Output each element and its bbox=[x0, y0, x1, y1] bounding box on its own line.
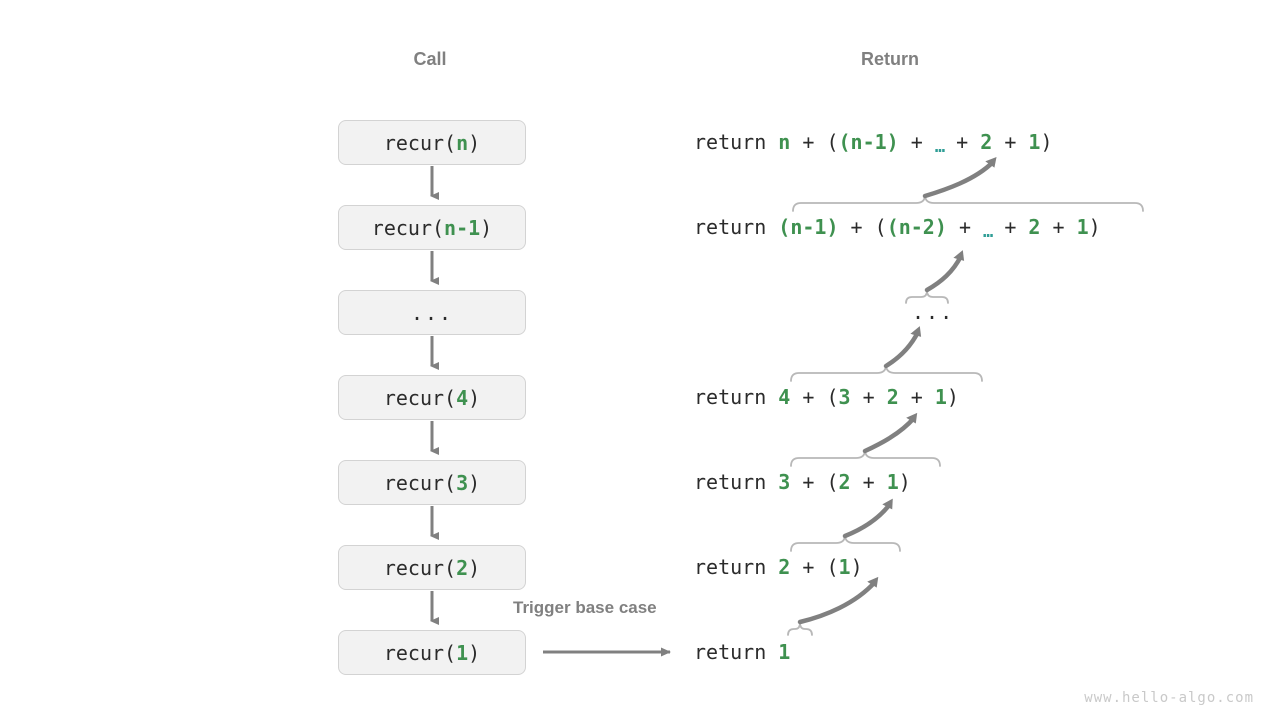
return-token-green: 4 bbox=[778, 385, 791, 409]
return-token-black: ) bbox=[898, 470, 911, 494]
return-arrow-5to4 bbox=[862, 412, 918, 454]
return-token-black: + ( bbox=[790, 385, 839, 409]
call-frame-prefix: recur( bbox=[383, 555, 457, 580]
return-token-black: + bbox=[898, 130, 935, 154]
return-token-green: 3 bbox=[778, 470, 791, 494]
return-token-green: 3 bbox=[838, 385, 851, 409]
return-token-green: 2 bbox=[1028, 215, 1041, 239]
return-token-black: ) bbox=[946, 385, 959, 409]
return-token-green: 1 bbox=[778, 640, 791, 664]
return-arrow-7to6 bbox=[797, 576, 879, 625]
brace-row-7 bbox=[787, 622, 813, 636]
call-frame-argument: 4 bbox=[456, 385, 469, 410]
return-arrow-3to2 bbox=[924, 250, 965, 293]
return-token-green: 2 bbox=[886, 385, 899, 409]
return-row-6: return 2 + (1) bbox=[694, 551, 863, 583]
call-frame-suffix: ) bbox=[480, 215, 493, 240]
return-row-7: return 1 bbox=[694, 636, 790, 668]
return-token-green: (n-2) bbox=[886, 215, 947, 239]
return-token-green: 1 bbox=[934, 385, 947, 409]
return-expression: 4 + (3 + 2 + 1) bbox=[778, 385, 959, 409]
return-token-green: 2 bbox=[980, 130, 993, 154]
return-token-black: + ( bbox=[790, 470, 839, 494]
call-frame-suffix: ) bbox=[468, 385, 481, 410]
call-frame-suffix: ) bbox=[468, 640, 481, 665]
return-token-black: + ( bbox=[838, 215, 887, 239]
call-frame-argument: n bbox=[456, 130, 469, 155]
return-arrow-4to3 bbox=[883, 326, 922, 369]
return-token-green: 2 bbox=[838, 470, 851, 494]
return-keyword: return bbox=[694, 555, 779, 579]
return-row-1: return n + ((n-1) + … + 2 + 1) bbox=[694, 126, 1053, 158]
call-frame-suffix: ) bbox=[468, 555, 481, 580]
return-expression: n + ((n-1) + … + 2 + 1) bbox=[778, 130, 1053, 157]
call-frame-7: recur(1) bbox=[338, 630, 526, 675]
return-token-green: 1 bbox=[1076, 215, 1089, 239]
column-header-return: Return bbox=[861, 49, 919, 69]
return-token-green: 1 bbox=[838, 555, 851, 579]
return-token-black: + bbox=[992, 215, 1029, 239]
watermark: www.hello-algo.com bbox=[1084, 690, 1254, 706]
return-token-black: + bbox=[898, 385, 935, 409]
return-expression: 3 + (2 + 1) bbox=[778, 470, 910, 494]
call-frame-prefix: recur( bbox=[383, 470, 457, 495]
return-expression: 2 + (1) bbox=[778, 555, 862, 579]
return-token-green: (n-1) bbox=[778, 215, 839, 239]
return-token-black: + bbox=[850, 470, 887, 494]
call-frame-6: recur(2) bbox=[338, 545, 526, 590]
return-keyword: return bbox=[694, 640, 779, 664]
call-frame-prefix: recur( bbox=[383, 130, 457, 155]
return-row-ellipsis: ... bbox=[912, 300, 955, 324]
call-frame-argument: n-1 bbox=[444, 215, 481, 240]
return-token-green: (n-1) bbox=[838, 130, 899, 154]
return-token-black: ) bbox=[850, 555, 863, 579]
return-token-green: 1 bbox=[886, 470, 899, 494]
return-keyword: return bbox=[694, 470, 779, 494]
return-row-2: return (n-1) + ((n-2) + … + 2 + 1) bbox=[694, 211, 1101, 243]
return-token-green: n bbox=[778, 130, 791, 154]
return-token-green: 1 bbox=[1028, 130, 1041, 154]
call-frame-suffix: ) bbox=[468, 130, 481, 155]
return-token-black: + ( bbox=[790, 130, 839, 154]
call-frame-prefix: recur( bbox=[383, 385, 457, 410]
return-keyword: return bbox=[694, 215, 779, 239]
call-frame-1: recur(n) bbox=[338, 120, 526, 165]
return-token-black: ) bbox=[1040, 130, 1053, 154]
return-token-black: + bbox=[1040, 215, 1077, 239]
column-header-call: Call bbox=[413, 49, 447, 69]
brace-row-4 bbox=[790, 364, 983, 382]
brace-row-5 bbox=[790, 449, 941, 467]
call-frame-argument: 3 bbox=[456, 470, 469, 495]
return-token-black: + bbox=[946, 215, 984, 239]
return-arrow-6to5 bbox=[842, 498, 893, 539]
return-token-black: + ( bbox=[790, 555, 839, 579]
call-frame-3: ... bbox=[338, 290, 526, 335]
call-frame-ellipsis: ... bbox=[410, 300, 454, 325]
return-token-black: ) bbox=[1088, 215, 1101, 239]
brace-row-2 bbox=[792, 194, 1144, 212]
call-frame-suffix: ) bbox=[468, 470, 481, 495]
call-frame-prefix: recur( bbox=[371, 215, 445, 240]
call-frame-argument: 2 bbox=[456, 555, 469, 580]
call-frame-5: recur(3) bbox=[338, 460, 526, 505]
return-token-black: + bbox=[944, 130, 981, 154]
call-frame-4: recur(4) bbox=[338, 375, 526, 420]
return-keyword: return bbox=[694, 385, 779, 409]
call-frame-prefix: recur( bbox=[383, 640, 457, 665]
return-token-teal: … bbox=[934, 137, 945, 157]
return-token-teal: … bbox=[983, 222, 993, 242]
return-token-green: 2 bbox=[778, 555, 791, 579]
return-row-4: return 4 + (3 + 2 + 1) bbox=[694, 381, 959, 413]
return-token-black: + bbox=[992, 130, 1029, 154]
return-expression: (n-1) + ((n-2) + … + 2 + 1) bbox=[778, 215, 1101, 242]
brace-row-6 bbox=[790, 534, 901, 552]
return-expression: 1 bbox=[778, 640, 790, 664]
call-frame-argument: 1 bbox=[456, 640, 469, 665]
return-keyword: return bbox=[694, 130, 779, 154]
return-token-black: + bbox=[850, 385, 887, 409]
return-row-5: return 3 + (2 + 1) bbox=[694, 466, 911, 498]
trigger-base-case-label: Trigger base case bbox=[513, 598, 657, 617]
call-frame-2: recur(n-1) bbox=[338, 205, 526, 250]
return-arrow-2to1 bbox=[922, 157, 997, 199]
